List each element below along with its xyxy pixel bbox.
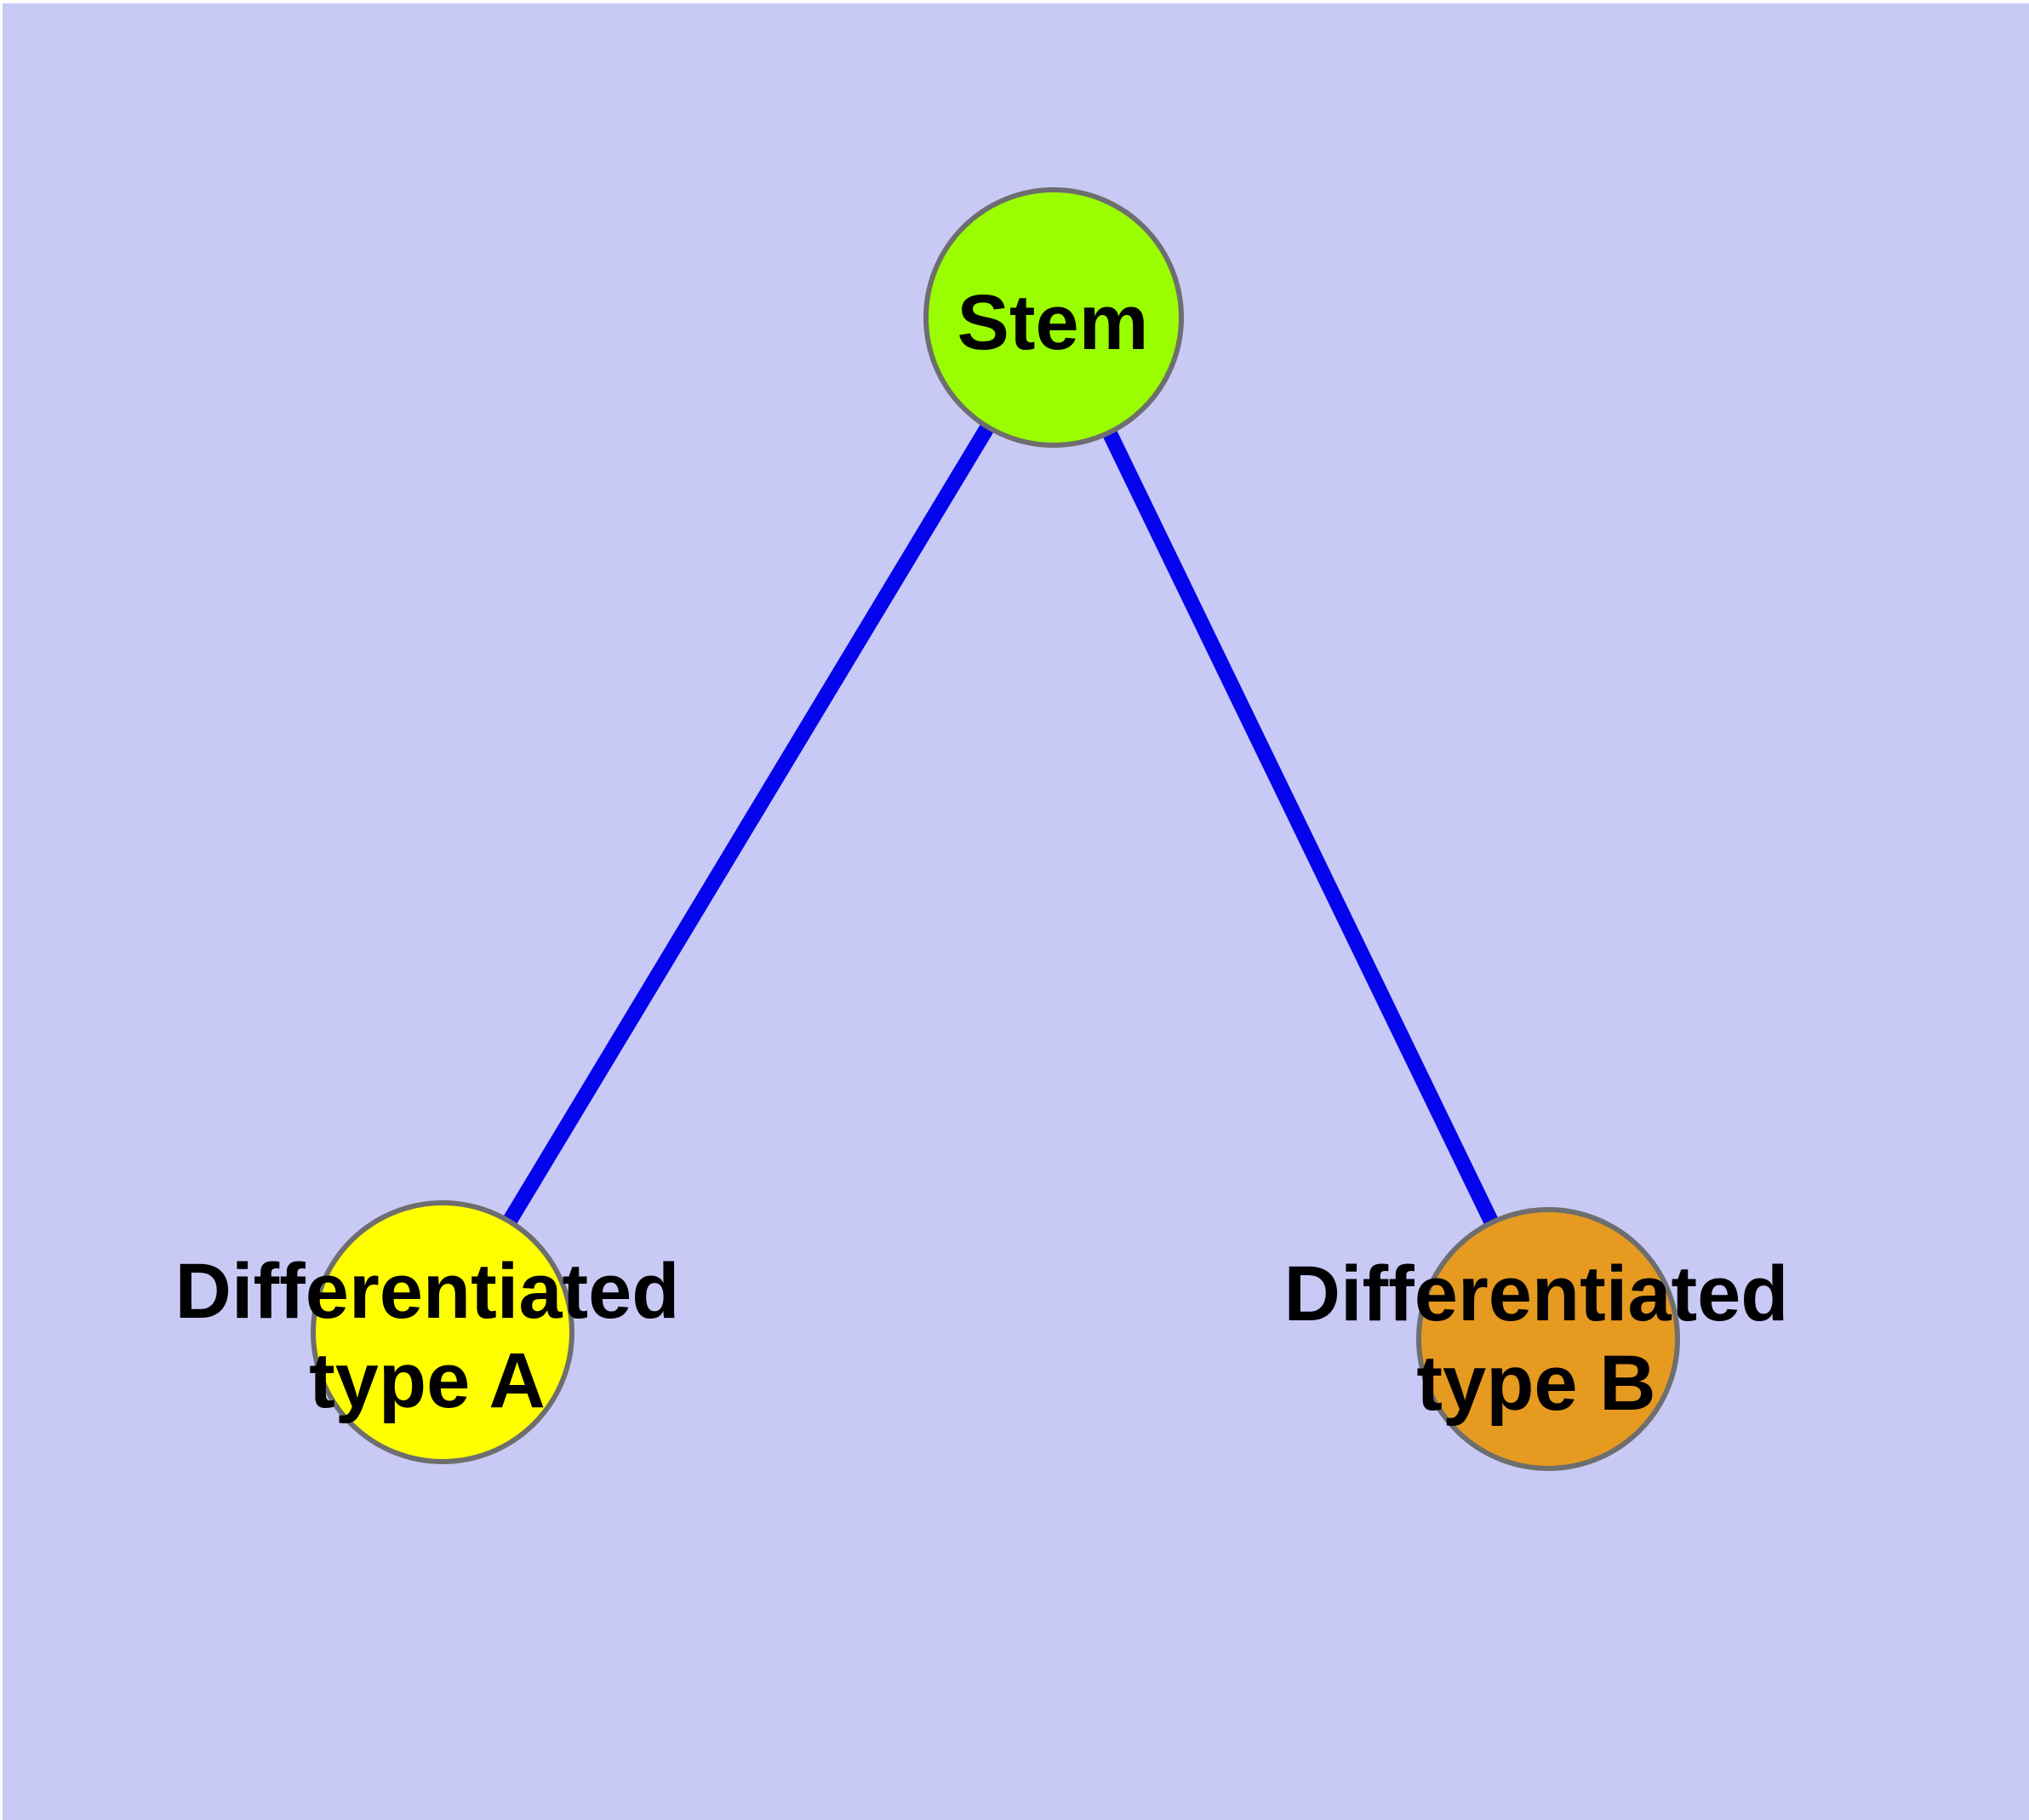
type-a-node	[311, 1200, 574, 1464]
type-b-node-label-line1: Differentiated	[1284, 1251, 1789, 1337]
type-a-node-label-line1: Differentiated	[175, 1248, 680, 1335]
edge-stem-to-type-a	[436, 313, 1060, 1336]
type-b-node	[1416, 1207, 1680, 1471]
type-a-node-label-line2: type A	[309, 1337, 546, 1424]
edge-stem-to-type-b	[1046, 314, 1556, 1342]
type-b-node-label-line2: type B	[1416, 1340, 1655, 1427]
stem-node	[923, 187, 1184, 448]
stem-node-label: Stem	[957, 279, 1149, 366]
